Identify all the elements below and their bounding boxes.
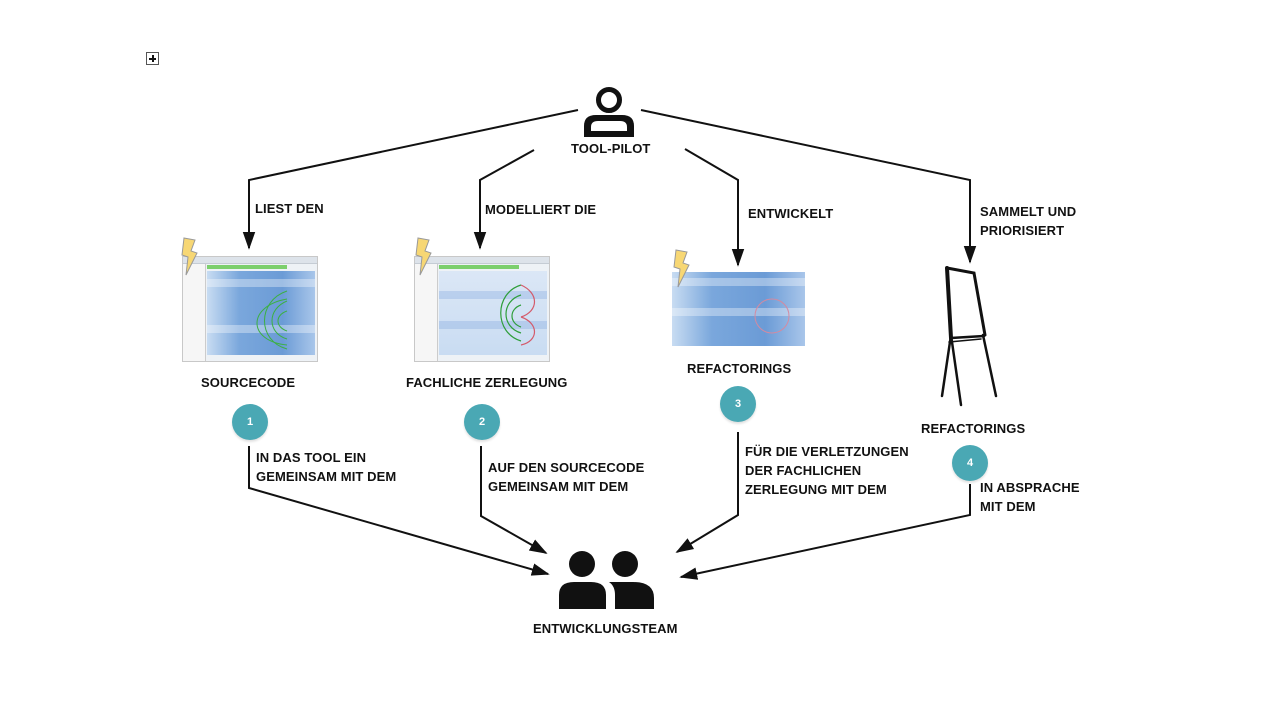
step-label-line: MIT DEM [980, 499, 1036, 514]
step-label-4: IN ABSPRACHE MIT DEM [980, 478, 1080, 516]
edge-step4-to-team [679, 484, 971, 580]
step-badge-4: 4 [952, 445, 988, 481]
step-label-line: GEMEINSAM MIT DEM [256, 469, 397, 484]
edge-label-line: SAMMELT UND [980, 204, 1077, 219]
step-label-line: DER FACHLICHEN [745, 463, 862, 478]
edge-step1-to-team [248, 446, 550, 576]
edge-label-line: PRIORISIERT [980, 223, 1065, 238]
lightning-icon [673, 249, 690, 288]
refactorings-screenshot [672, 272, 805, 346]
step-badge-1: 1 [232, 404, 268, 440]
edge-pilot-to-zerlegung [473, 149, 535, 250]
step-label-1: IN DAS TOOL EIN GEMEINSAM MIT DEM [256, 448, 396, 486]
step-label-2: AUF DEN SOURCECODE GEMEINSAM MIT DEM [488, 458, 644, 496]
lightning-icon [181, 237, 198, 276]
team-label: ENTWICKLUNGSTEAM [533, 621, 678, 636]
edge-step2-to-team [480, 446, 548, 554]
step-badge-2: 2 [464, 404, 500, 440]
step-label-line: IN ABSPRACHE [980, 480, 1080, 495]
edge-label-modelliert: MODELLIERT DIE [485, 202, 597, 217]
caption-fachliche-zerlegung: FACHLICHE ZERLEGUNG [406, 375, 568, 390]
edge-pilot-to-refactorings [684, 148, 745, 267]
lightning-icon [415, 237, 432, 276]
step-label-line: GEMEINSAM MIT DEM [488, 479, 629, 494]
edge-pilot-to-sourcecode [242, 109, 579, 250]
sourcecode-screenshot [182, 256, 318, 362]
caption-refactorings-flipchart: REFACTORINGS [921, 421, 1026, 436]
caption-refactorings: REFACTORINGS [687, 361, 792, 376]
step-label-line: ZERLEGUNG MIT DEM [745, 482, 887, 497]
step-label-line: AUF DEN SOURCECODE [488, 460, 645, 475]
step-label-3: FÜR DIE VERLETZUNGEN DER FACHLICHEN ZERL… [745, 442, 909, 499]
person-icon [584, 87, 634, 137]
edge-pilot-to-flipchart [640, 109, 977, 264]
zerlegung-screenshot [414, 256, 550, 362]
people-icon [559, 551, 654, 609]
edge-label-sammelt: SAMMELT UND PRIORISIERT [980, 202, 1076, 240]
step-badge-3: 3 [720, 386, 756, 422]
caption-sourcecode: SOURCECODE [201, 375, 296, 390]
flipchart-icon [940, 266, 998, 407]
edge-label-liest: LIEST DEN [255, 201, 324, 216]
step-label-line: IN DAS TOOL EIN [256, 450, 367, 465]
edge-label-entwickelt: ENTWICKELT [748, 206, 834, 221]
tool-pilot-label: TOOL-PILOT [571, 141, 651, 156]
step-label-line: FÜR DIE VERLETZUNGEN [745, 444, 909, 459]
edge-step3-to-team [675, 432, 739, 553]
expand-icon[interactable] [146, 52, 159, 65]
